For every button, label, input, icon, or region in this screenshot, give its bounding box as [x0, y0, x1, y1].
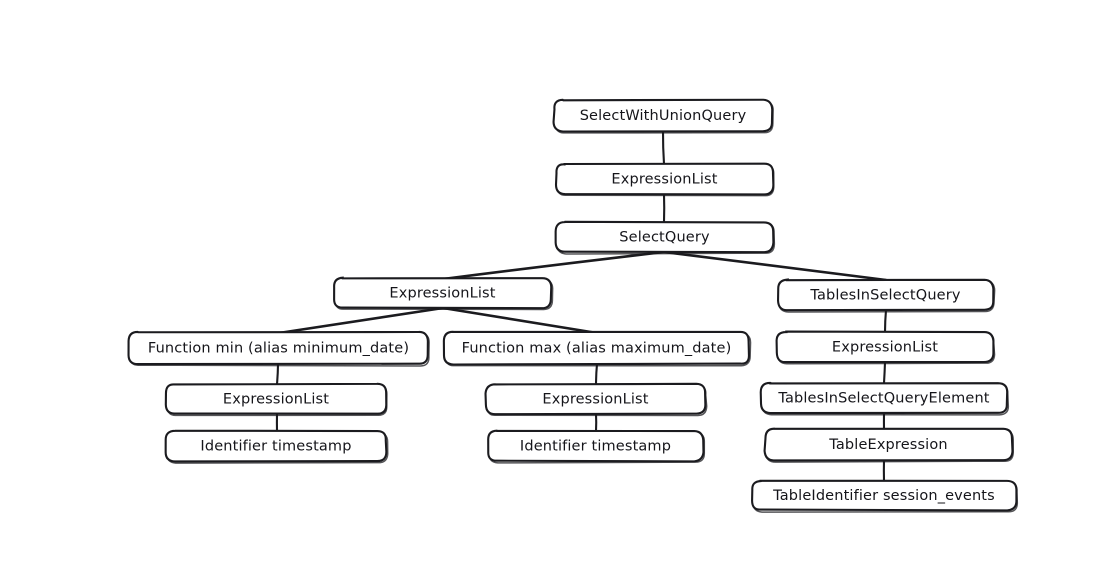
node-box[interactable] — [554, 162, 775, 196]
node-n11[interactable]: Identifier timestamp — [164, 429, 389, 464]
edge-n7-to-n10 — [882, 360, 887, 385]
node-label: Function min (alias minimum_date) — [148, 341, 409, 357]
edge-n2-to-n4 — [662, 250, 888, 282]
node-box[interactable] — [487, 429, 705, 463]
node-box[interactable] — [751, 479, 1018, 512]
node-box[interactable] — [127, 330, 429, 366]
node-n1[interactable]: ExpressionList — [554, 162, 775, 197]
node-label: SelectWithUnionQuery — [580, 108, 747, 124]
node-n4[interactable]: TablesInSelectQuery — [776, 278, 996, 313]
node-n14[interactable]: TableIdentifier session_events — [751, 479, 1019, 513]
node-n7[interactable]: ExpressionList — [775, 330, 996, 365]
node-box[interactable] — [442, 330, 750, 366]
edge-n3-to-n6 — [441, 306, 599, 335]
node-n10[interactable]: TablesInSelectQueryElement — [759, 381, 1010, 416]
node-n9[interactable]: ExpressionList — [484, 382, 708, 417]
node-label: TableIdentifier session_events — [772, 488, 995, 504]
node-label: ExpressionList — [832, 340, 938, 356]
node-label: TablesInSelectQuery — [809, 288, 960, 304]
node-n5[interactable]: Function min (alias minimum_date) — [127, 330, 430, 367]
node-box[interactable] — [484, 382, 707, 416]
node-label: ExpressionList — [542, 392, 648, 408]
node-n3[interactable]: ExpressionList — [333, 276, 554, 311]
nodes-layer: SelectWithUnionQueryExpressionListSelect… — [127, 98, 1019, 513]
node-label: ExpressionList — [223, 392, 329, 408]
node-label: Identifier timestamp — [520, 439, 671, 455]
node-box[interactable] — [759, 381, 1009, 415]
node-n8[interactable]: ExpressionList — [164, 382, 388, 417]
node-label: ExpressionList — [389, 286, 495, 302]
node-n12[interactable]: Identifier timestamp — [487, 429, 706, 464]
node-n6[interactable]: Function max (alias maximum_date) — [442, 330, 752, 367]
node-label: SelectQuery — [619, 230, 710, 246]
edge-n2-to-n3 — [441, 250, 666, 281]
node-box[interactable] — [552, 98, 774, 133]
node-box[interactable] — [776, 278, 995, 312]
edge-n4-to-n7 — [883, 308, 888, 334]
node-label: TableExpression — [828, 437, 947, 453]
node-box[interactable] — [164, 382, 388, 415]
node-label: ExpressionList — [611, 172, 717, 188]
edge-n3-to-n5 — [277, 306, 445, 335]
node-box[interactable] — [554, 220, 775, 254]
node-n0[interactable]: SelectWithUnionQuery — [552, 98, 774, 134]
node-n13[interactable]: TableExpression — [763, 427, 1014, 463]
node-box[interactable] — [775, 330, 995, 364]
node-n2[interactable]: SelectQuery — [554, 220, 776, 255]
node-box[interactable] — [333, 276, 553, 310]
node-label: Function max (alias maximum_date) — [462, 341, 732, 357]
edge-n0-to-n1 — [661, 129, 666, 166]
node-box[interactable] — [164, 429, 388, 463]
node-label: TablesInSelectQueryElement — [777, 391, 989, 407]
edge-n5-to-n8 — [275, 362, 280, 386]
node-label: Identifier timestamp — [200, 439, 351, 455]
edge-n6-to-n9 — [594, 362, 599, 386]
node-box[interactable] — [763, 427, 1014, 462]
